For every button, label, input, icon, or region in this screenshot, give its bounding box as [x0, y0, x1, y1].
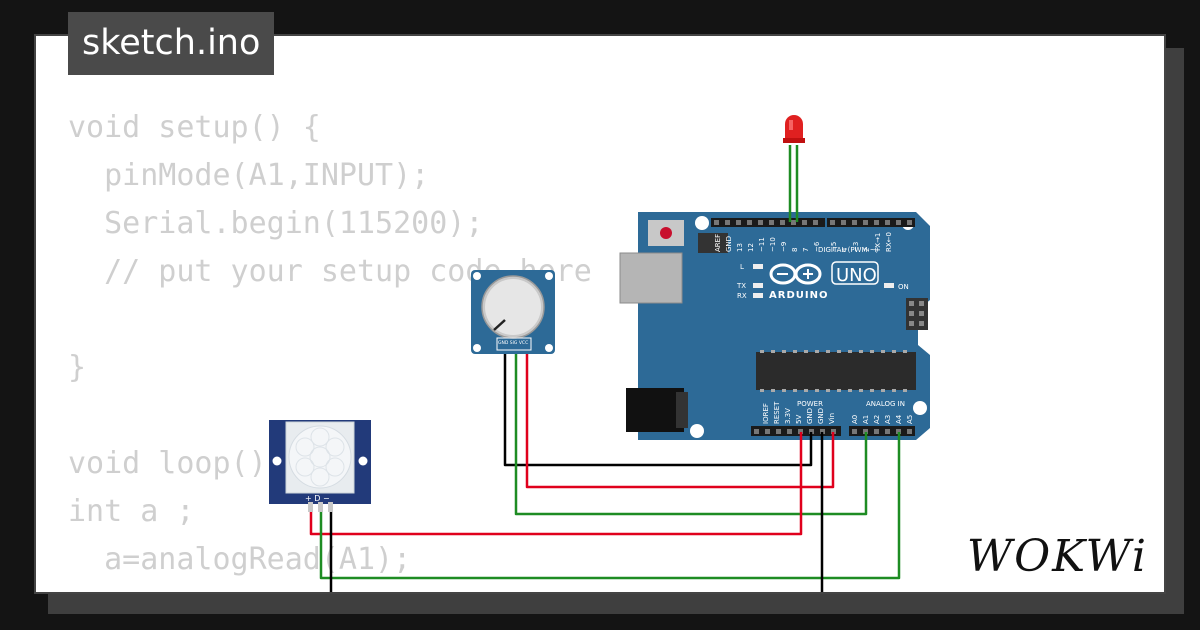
code-line[interactable]: }	[68, 350, 87, 385]
analog-header	[849, 426, 915, 436]
wokwi-logo: WOKWi	[966, 531, 1148, 582]
filename-tab[interactable]: sketch.ino	[68, 12, 275, 75]
power-header	[751, 426, 841, 436]
power-label: POWER	[797, 400, 823, 408]
header-pin-label: ~11	[758, 237, 766, 252]
wire-pot-sig	[514, 347, 868, 516]
power-pin-label: Vin	[828, 413, 836, 424]
header-pin-label: 12	[747, 243, 755, 252]
analog-pin-label: A2	[873, 415, 881, 424]
code-line[interactable]: int a ;	[68, 494, 195, 529]
header-pin-label: ~6	[813, 241, 821, 252]
code-line[interactable]: pinMode(A1,INPUT);	[68, 158, 430, 193]
digital-header-1	[711, 218, 825, 227]
digital-label: DIGITAL (PWM ~)	[818, 246, 879, 254]
header-pin-label: ~3	[852, 242, 860, 252]
header-pin-label: 8	[791, 248, 799, 252]
header-pin-label: RX←0	[885, 232, 893, 252]
header-pin-label: TX→1	[874, 233, 882, 253]
red-led[interactable]	[783, 115, 805, 143]
usb-port	[619, 252, 683, 304]
power-pin-label: IOREF	[762, 403, 770, 424]
header-pin-label: 2	[863, 248, 871, 252]
wire-pot-gnd	[503, 347, 813, 467]
analog-pin-label: A4	[895, 414, 903, 424]
header-pin-label: 7	[802, 248, 810, 252]
pot-pin-labels: GND SIG VCC	[498, 340, 528, 346]
header-pin-label: ~5	[830, 242, 838, 252]
wire-pir-data	[319, 432, 901, 580]
arduino-logo	[769, 263, 822, 285]
led-label-tx: TX	[736, 282, 746, 290]
code-line[interactable]: a=analogRead(A1);	[68, 542, 412, 577]
analog-pin-label: A0	[851, 415, 859, 424]
code-editor[interactable]: void setup() { pinMode(A1,INPUT); Serial…	[68, 104, 592, 592]
power-pin-label: GND	[806, 408, 814, 424]
on-label: ON	[898, 283, 909, 291]
code-line[interactable]: Serial.begin(115200);	[68, 206, 484, 241]
header-pin-label: ~9	[780, 242, 788, 252]
header-pin-label: ~10	[769, 237, 777, 252]
wire-pot-vcc	[525, 347, 835, 489]
pir-motion-sensor[interactable]: + D −	[269, 420, 371, 512]
code-line[interactable]: void loop(){	[68, 446, 285, 481]
code-line[interactable]: // put your setup code here	[68, 254, 592, 289]
analog-pin-label: A1	[862, 415, 870, 424]
power-pin-label: 3.3V	[784, 408, 792, 424]
header-pin-label: GND	[725, 236, 733, 252]
led-label-l: L	[740, 263, 744, 271]
analog-label: ANALOG IN	[866, 400, 905, 408]
board-brand: ARDUINO	[769, 290, 828, 301]
header-pin-label: 13	[736, 243, 744, 252]
analog-pin-label: A3	[884, 415, 892, 424]
power-pin-label: 5V	[795, 415, 803, 424]
header-pin-label: 4	[841, 247, 849, 252]
digital-header-2	[827, 218, 915, 227]
wires	[309, 145, 901, 592]
code-line[interactable]: Serial.println(a);	[68, 584, 592, 592]
wire-pir-vcc	[309, 432, 803, 536]
preview-card[interactable]: void setup() { pinMode(A1,INPUT); Serial…	[34, 34, 1166, 594]
board-model: UNO	[836, 265, 877, 286]
power-pin-label: RESET	[773, 401, 781, 424]
potentiometer[interactable]: GND SIG VCC	[471, 270, 555, 354]
pir-pin-labels: + D −	[305, 494, 330, 503]
power-pin-label: GND	[817, 408, 825, 424]
power-jack	[626, 388, 684, 432]
led-label-rx: RX	[737, 292, 747, 300]
analog-pin-label: A5	[906, 415, 914, 424]
header-pin-label: AREF	[714, 234, 722, 252]
code-line[interactable]: void setup() {	[68, 110, 321, 145]
atmega-chip	[756, 352, 916, 390]
